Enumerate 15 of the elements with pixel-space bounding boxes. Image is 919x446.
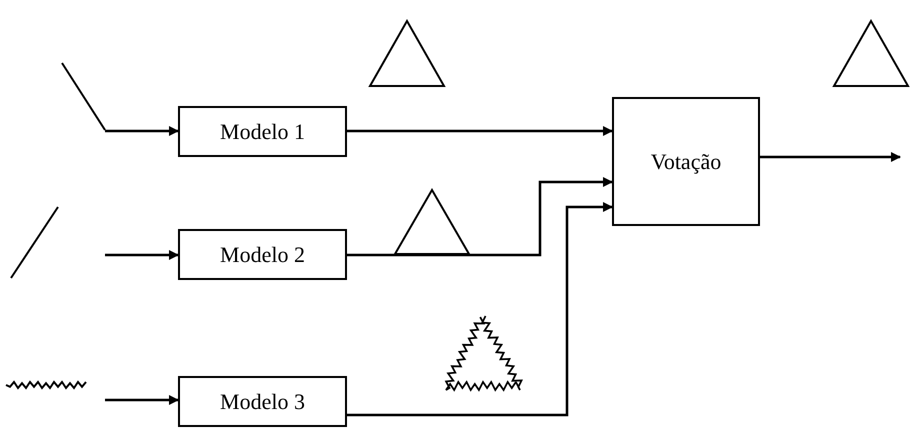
box-label: Modelo 3 [220,388,305,416]
arrow [105,250,179,260]
process-box [178,106,347,157]
arrow [347,202,613,416]
arrow [347,177,613,256]
process-box [178,229,347,280]
box-label: Votação [650,148,722,176]
arrow [347,126,613,136]
box-label: Modelo 2 [220,240,305,268]
process-box [612,97,760,226]
arrow [760,152,901,162]
arrow [105,395,179,405]
arrow [105,126,179,136]
box-label: Modelo 1 [220,118,305,146]
process-box [178,376,347,427]
